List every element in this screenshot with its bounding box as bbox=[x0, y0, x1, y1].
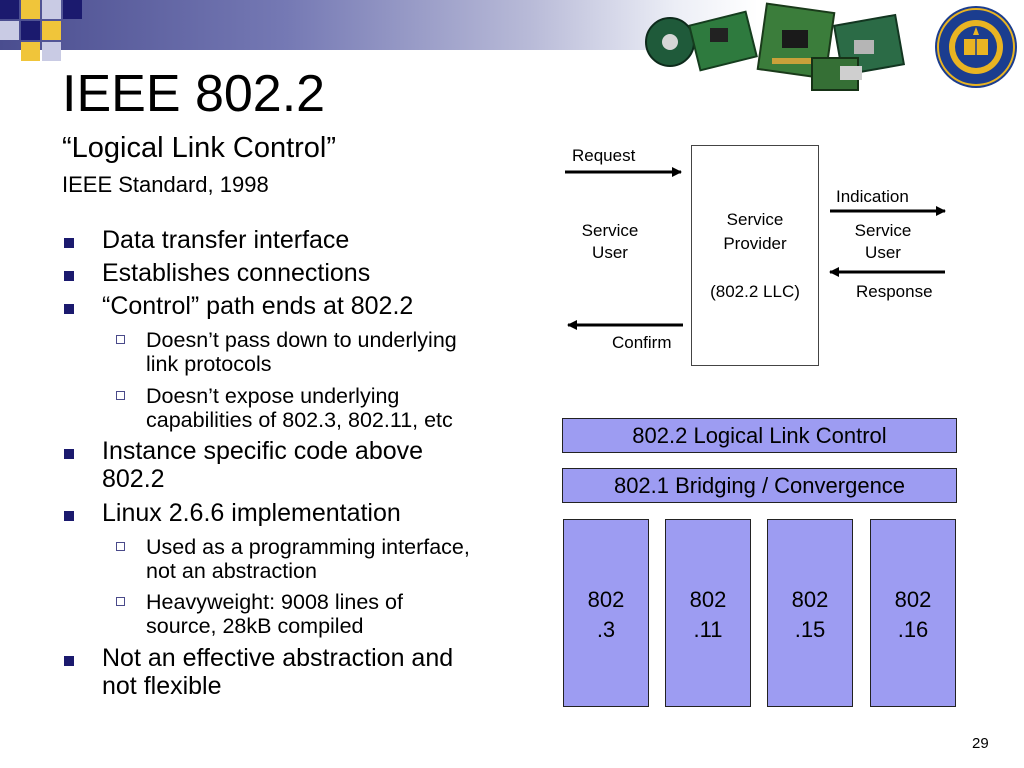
response-label: Response bbox=[856, 282, 933, 301]
provider-line: Service bbox=[726, 210, 784, 229]
bullet-text: Establishes connections bbox=[102, 259, 371, 287]
bullet-text: Linux 2.6.6 implementation bbox=[102, 499, 401, 527]
mac-column-box: 802 .15 bbox=[767, 519, 853, 707]
square-bullet-icon bbox=[64, 271, 74, 281]
circuit-board-3 bbox=[756, 2, 836, 80]
bullet-line: Not an effective abstraction and bbox=[102, 644, 454, 672]
column-label-top: 802 bbox=[689, 587, 727, 612]
sub-bullet-line: Doesn’t pass down to underlying bbox=[146, 328, 457, 352]
column-label-top: 802 bbox=[894, 587, 932, 612]
service-user-left-line: Service bbox=[581, 221, 639, 240]
request-label: Request bbox=[572, 146, 636, 165]
provider-line: (802.2 LLC) bbox=[710, 282, 800, 301]
slide-subtitle: “Logical Link Control” bbox=[62, 132, 337, 164]
sub-bullet-line: Doesn’t expose underlying bbox=[146, 384, 400, 408]
bridging-layer-box: 802.1 Bridging / Convergence bbox=[562, 468, 957, 503]
square-bullet-icon bbox=[64, 656, 74, 666]
column-label-bottom: .16 bbox=[897, 617, 929, 642]
service-user-left: Service User bbox=[566, 220, 654, 264]
square-bullet-icon bbox=[64, 238, 74, 248]
service-user-left-line: User bbox=[592, 243, 628, 262]
column-label-top: 802 bbox=[587, 587, 625, 612]
mac-column-box: 802 .16 bbox=[870, 519, 956, 707]
square-bullet-icon bbox=[64, 304, 74, 314]
column-label-bottom: .11 bbox=[693, 617, 723, 642]
column-label-bottom: .15 bbox=[794, 617, 826, 642]
square-bullet-icon bbox=[64, 511, 74, 521]
column-label-bottom: .3 bbox=[596, 617, 616, 642]
circuit-board-5 bbox=[811, 57, 862, 91]
sub-bullet-line: link protocols bbox=[146, 352, 272, 376]
service-user-right-line: User bbox=[865, 243, 901, 262]
slide-title: IEEE 802.2 bbox=[62, 65, 326, 123]
circuit-board-2 bbox=[688, 10, 758, 72]
sensor-boards-image bbox=[645, 2, 906, 91]
indication-label: Indication bbox=[836, 187, 909, 206]
page-number: 29 bbox=[972, 735, 989, 752]
standard-line: IEEE Standard, 1998 bbox=[62, 172, 269, 197]
arrows-layer bbox=[565, 167, 946, 330]
sub-bullet-line: source, 28kB compiled bbox=[146, 614, 364, 638]
checker-squares-decoration bbox=[0, 0, 82, 61]
sub-bullet-line: Heavyweight: 9008 lines of bbox=[146, 590, 403, 614]
llc-layer-box: 802.2 Logical Link Control bbox=[562, 418, 957, 453]
bullet-text: Data transfer interface bbox=[102, 226, 350, 254]
hollow-square-bullet-icon bbox=[116, 542, 125, 551]
service-user-right-line: Service bbox=[854, 221, 912, 240]
hollow-square-bullet-icon bbox=[116, 391, 125, 400]
bullet-text: “Control” path ends at 802.2 bbox=[102, 292, 414, 320]
sub-bullet-line: capabilities of 802.3, 802.11, etc bbox=[146, 408, 453, 432]
service-user-right: Service User bbox=[840, 220, 926, 264]
hollow-square-bullet-icon bbox=[116, 597, 125, 606]
mac-column-box: 802 .11 bbox=[665, 519, 751, 707]
mac-column-box: 802 .3 bbox=[563, 519, 649, 707]
hollow-square-bullet-icon bbox=[116, 335, 125, 344]
circuit-board-1 bbox=[645, 17, 695, 67]
sub-bullet-line: not an abstraction bbox=[146, 559, 317, 583]
confirm-label: Confirm bbox=[612, 333, 672, 352]
service-provider-box: Service Provider (802.2 LLC) bbox=[691, 145, 819, 366]
university-seal-logo bbox=[935, 6, 1017, 88]
column-label-top: 802 bbox=[791, 587, 829, 612]
bullet-line: Instance specific code above bbox=[102, 437, 424, 465]
bullet-line: not flexible bbox=[102, 672, 222, 700]
bullet-line: 802.2 bbox=[102, 465, 165, 493]
provider-line: Provider bbox=[723, 234, 787, 253]
sub-bullet-line: Used as a programming interface, bbox=[146, 535, 470, 559]
square-bullet-icon bbox=[64, 449, 74, 459]
